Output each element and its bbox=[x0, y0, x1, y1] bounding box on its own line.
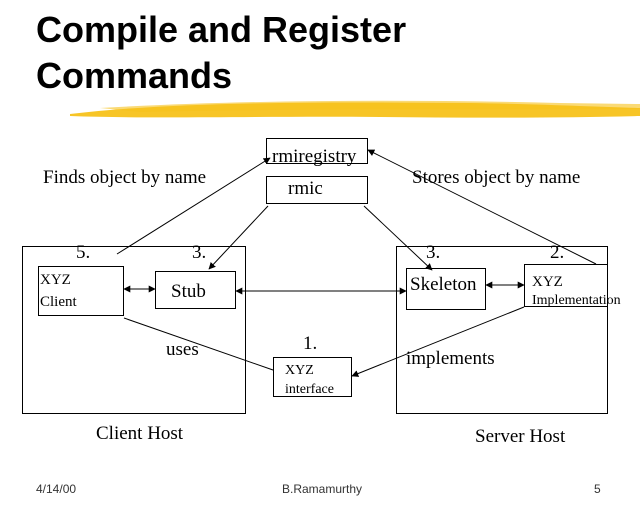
rmic-label: rmic bbox=[288, 178, 323, 199]
uses-label: uses bbox=[166, 339, 199, 360]
xyz-interface-box bbox=[273, 357, 352, 397]
implementation-label-line-2: Implementation bbox=[532, 293, 621, 308]
arrow-impl-to-registry bbox=[367, 149, 597, 265]
step-3-skeleton-label: 3. bbox=[426, 242, 441, 263]
skeleton-label: Skeleton bbox=[410, 274, 477, 295]
finds-object-label: Finds object by name bbox=[43, 167, 207, 188]
rmiregistry-label: rmiregistry bbox=[272, 146, 357, 167]
arrow-rmic-to-stub bbox=[208, 205, 269, 270]
rmic-box bbox=[266, 176, 368, 204]
interface-label-line-1: XYZ bbox=[285, 363, 314, 378]
rmiregistry-box bbox=[266, 138, 368, 164]
xyz-implementation-box bbox=[524, 264, 608, 307]
server-host-label: Server Host bbox=[475, 426, 566, 447]
server-host-box bbox=[396, 246, 608, 414]
client-host-label: Client Host bbox=[96, 423, 184, 444]
client-host-box bbox=[22, 246, 246, 414]
step-3-stub-label: 3. bbox=[192, 242, 207, 263]
footer-date: 4/14/00 bbox=[36, 482, 77, 496]
skeleton-box bbox=[406, 268, 486, 310]
arrow-client-to-registry bbox=[116, 157, 271, 255]
implements-label: implements bbox=[406, 348, 495, 369]
stores-object-label: Stores object by name bbox=[412, 167, 581, 188]
slide-title-line-1: Compile and Register bbox=[36, 9, 407, 50]
stub-box bbox=[155, 271, 236, 309]
arrow-rmic-to-skeleton bbox=[363, 205, 433, 271]
footer-author: B.Ramamurthy bbox=[282, 482, 363, 496]
slide-title-line-2: Commands bbox=[36, 55, 233, 96]
client-label-line-2: Client bbox=[40, 294, 77, 310]
stub-label: Stub bbox=[171, 281, 206, 302]
implementation-label-line-1: XYZ bbox=[532, 274, 563, 290]
client-label-line-1: XYZ bbox=[40, 272, 71, 288]
line-client-uses-interface bbox=[123, 317, 274, 371]
xyz-client-box bbox=[38, 266, 124, 316]
footer-page-number: 5 bbox=[594, 482, 601, 496]
step-2-label: 2. bbox=[550, 242, 565, 263]
arrow-impl-to-interface bbox=[351, 306, 525, 377]
step-1-label: 1. bbox=[303, 333, 318, 354]
title-underline bbox=[70, 100, 640, 118]
interface-label-line-2: interface bbox=[285, 382, 334, 397]
step-5-label: 5. bbox=[76, 242, 91, 263]
